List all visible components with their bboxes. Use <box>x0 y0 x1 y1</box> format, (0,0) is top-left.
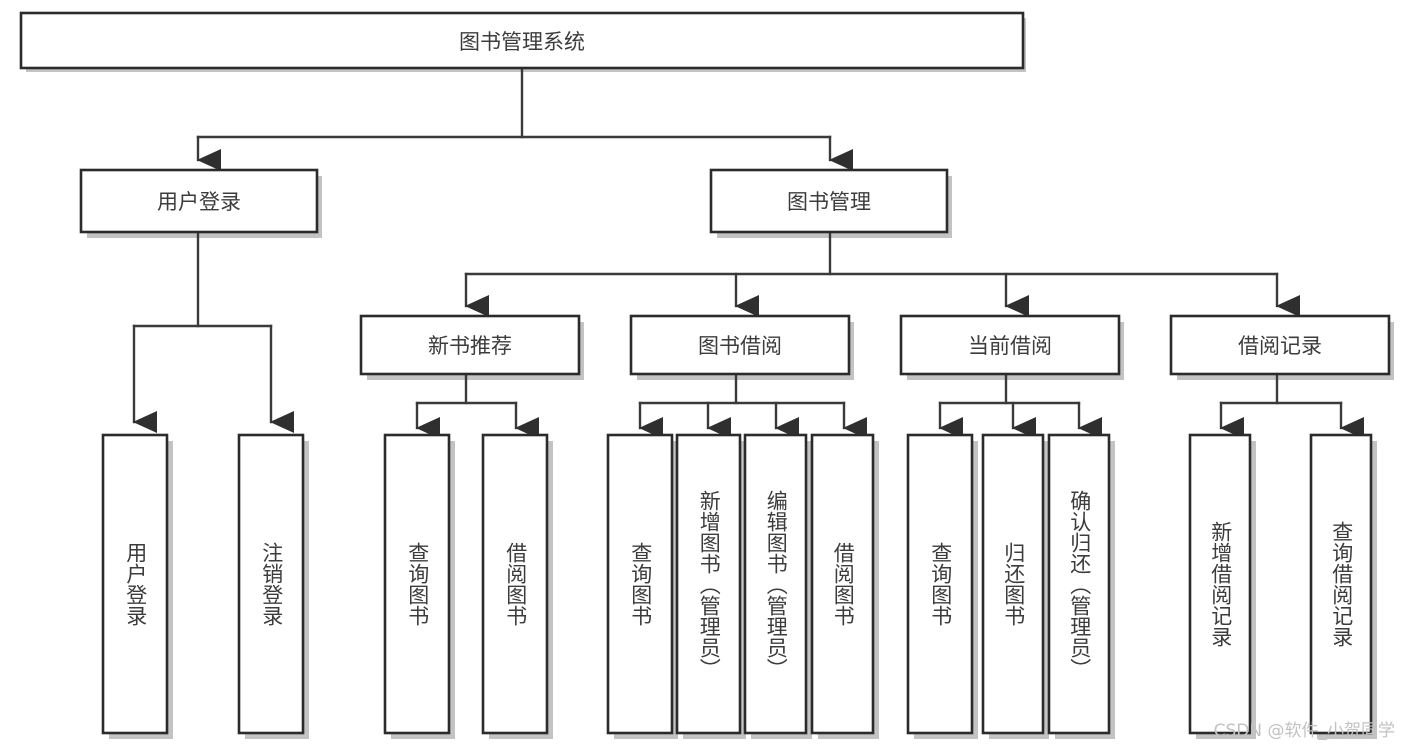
node-box-l3-0[interactable] <box>359 314 581 376</box>
node-boxes <box>19 11 1391 735</box>
node-box-l2-0[interactable] <box>79 168 319 234</box>
node-box-leaf-1[interactable] <box>237 433 305 735</box>
node-box-leaf-3[interactable] <box>481 433 549 735</box>
node-box-l3-1[interactable] <box>629 314 851 376</box>
node-box-leaf-10[interactable] <box>1047 433 1111 735</box>
node-box-leaf-9[interactable] <box>981 433 1045 735</box>
node-box-leaf-11[interactable] <box>1188 433 1252 735</box>
node-box-leaf-6[interactable] <box>743 433 808 735</box>
node-box-leaf-4[interactable] <box>606 433 674 735</box>
node-box-leaf-5[interactable] <box>675 433 742 735</box>
node-box-l3-3[interactable] <box>1169 314 1391 376</box>
connectors <box>132 66 1365 439</box>
node-box-leaf-8[interactable] <box>906 433 974 735</box>
node-box-leaf-7[interactable] <box>810 433 875 735</box>
node-box-root[interactable] <box>19 11 1025 70</box>
node-box-l3-2[interactable] <box>899 314 1121 376</box>
node-box-leaf-2[interactable] <box>383 433 451 735</box>
node-box-leaf-0[interactable] <box>101 433 169 735</box>
node-box-leaf-12[interactable] <box>1309 433 1373 735</box>
node-box-l2-1[interactable] <box>709 168 949 234</box>
